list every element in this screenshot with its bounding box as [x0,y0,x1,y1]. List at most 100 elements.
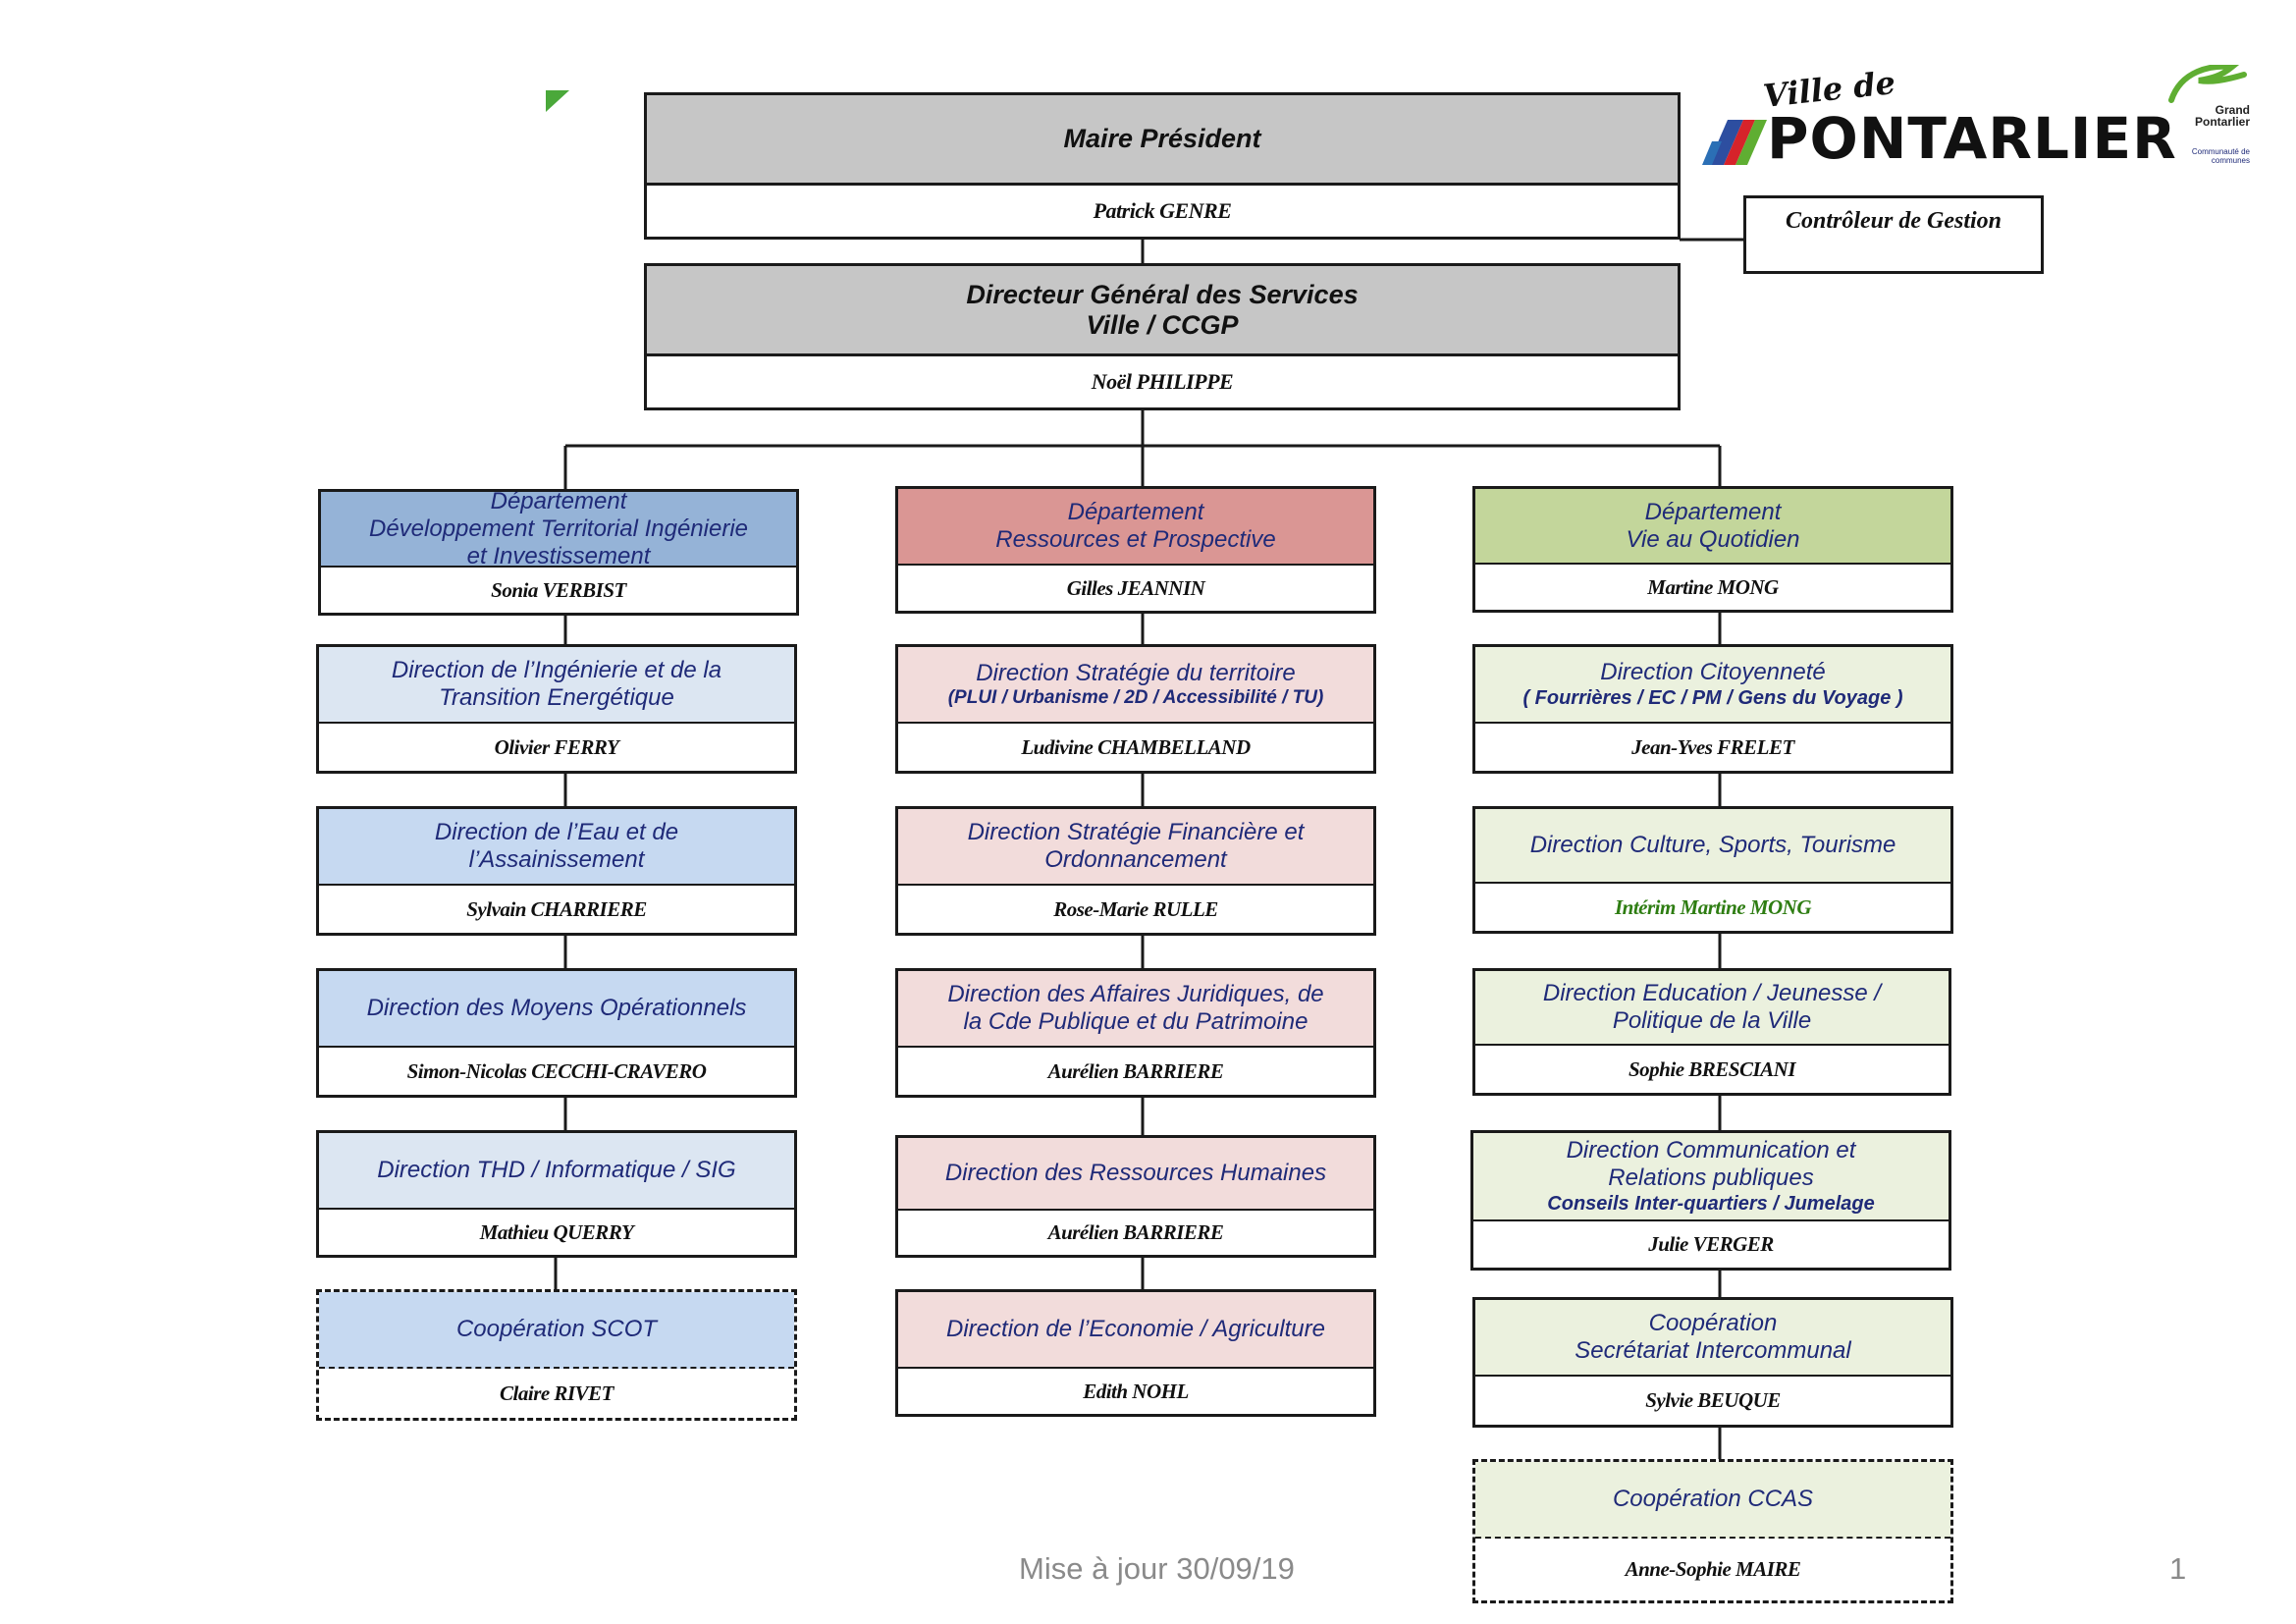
title-line: Département [1644,498,1782,525]
unit-title: Direction Stratégie Financière et Ordonn… [898,809,1373,886]
unit-head-name: Edith NOHL [1083,1379,1189,1403]
title-line: Direction Stratégie Financière et [967,819,1305,845]
direction-thd-informatique-sig: Direction THD / Informatique / SIG Mathi… [316,1130,797,1258]
corner-triangle-icon [546,90,569,119]
dgs-box: Directeur Général des Services Ville / C… [644,263,1681,410]
unit-head-name: Julie VERGER [1648,1232,1774,1256]
unit-title: Direction Education / Jeunesse / Politiq… [1475,971,1949,1046]
controller-title: Contrôleur de Gestion [1785,208,2002,234]
direction-affaires-juridiques: Direction des Affaires Juridiques, de la… [895,968,1376,1098]
title-line: Direction de l’Ingénierie et de la [391,657,722,683]
title-line: Direction de l’Eau et de [434,819,679,845]
department-title: Département Développement Territorial In… [321,492,796,568]
controller-box: Contrôleur de Gestion [1743,195,2044,274]
direction-ressources-humaines: Direction des Ressources Humaines Auréli… [895,1135,1376,1258]
dgs-title-line: Directeur Général des Services [966,279,1359,309]
title-line: Direction de l’Economie / Agriculture [946,1316,1325,1342]
unit-title: Direction des Moyens Opérationnels [319,971,794,1048]
cooperation-scot: Coopération SCOT Claire RIVET [316,1289,797,1421]
direction-communication: Direction Communication et Relations pub… [1470,1130,1951,1271]
title-line: Direction Culture, Sports, Tourisme [1529,832,1896,858]
title-line: Direction Communication et [1566,1137,1856,1164]
direction-eau-assainissement: Direction de l’Eau et de l’Assainissemen… [316,806,797,936]
unit-title: Direction Culture, Sports, Tourisme [1475,809,1950,884]
title-line: Direction des Affaires Juridiques, de [947,981,1324,1007]
title-line: Direction Stratégie du territoire [976,660,1296,686]
cooperation-ccas: Coopération CCAS Anne-Sophie MAIRE [1472,1459,1953,1603]
unit-title: Direction THD / Informatique / SIG [319,1133,794,1210]
department-dev-territorial: Département Développement Territorial In… [318,489,799,616]
title-line: Transition Energétique [439,684,674,711]
title-line: Politique de la Ville [1612,1007,1812,1034]
title-line: Département [490,492,627,514]
title-line: Direction des Moyens Opérationnels [366,995,747,1021]
mayor-title-text: Maire Président [1063,124,1261,153]
unit-head-name: Aurélien BARRIERE [1047,1058,1224,1083]
direction-economie-agriculture: Direction de l’Economie / Agriculture Ed… [895,1289,1376,1417]
unit-title: Direction des Affaires Juridiques, de la… [898,971,1373,1048]
title-line: Développement Territorial Ingénierie [369,514,748,542]
unit-head-name: Claire RIVET [500,1380,614,1405]
unit-head-name: Anne-Sophie MAIRE [1625,1557,1801,1581]
direction-strategie-financiere: Direction Stratégie Financière et Ordonn… [895,806,1376,936]
unit-head-name: Ludivine CHAMBELLAND [1021,734,1251,759]
unit-head-name: Sophie BRESCIANI [1629,1056,1796,1081]
unit-title: Direction Communication et Relations pub… [1473,1133,1949,1221]
department-vie-quotidien: Département Vie au Quotidien Martine MON… [1472,486,1953,613]
title-line: et Investissement [466,542,651,568]
direction-strategie-territoire: Direction Stratégie du territoire (PLUI … [895,644,1376,774]
title-line: Coopération SCOT [455,1316,658,1342]
unit-head-name: Aurélien BARRIERE [1047,1220,1224,1244]
direction-education-jeunesse: Direction Education / Jeunesse / Politiq… [1472,968,1951,1096]
direction-culture-sports-tourisme: Direction Culture, Sports, Tourisme Inté… [1472,806,1953,934]
unit-head-name: Sylvie BEUQUE [1645,1388,1781,1412]
department-title: Département Vie au Quotidien [1475,489,1950,565]
unit-title: Direction des Ressources Humaines [898,1138,1373,1211]
unit-head-name: Intérim Martine MONG [1614,894,1812,919]
update-date: Mise à jour 30/09/19 [1019,1551,1295,1586]
title-line: Direction THD / Informatique / SIG [377,1157,736,1183]
mayor-name: Patrick GENRE [1093,198,1232,223]
grand-pontarlier-subtext: Communauté de communes [2191,147,2250,165]
unit-head-name: Rose-Marie RULLE [1053,896,1218,921]
title-subline: Conseils Inter-quartiers / Jumelage [1547,1193,1875,1215]
unit-title: Direction Stratégie du territoire (PLUI … [898,647,1373,724]
title-line: Secrétariat Intercommunal [1575,1337,1851,1364]
department-head-name: Sonia VERBIST [491,577,626,602]
title-line: l’Assainissement [468,846,645,873]
unit-title: Direction de l’Economie / Agriculture [898,1292,1373,1369]
mayor-box: Maire Président Patrick GENRE [644,92,1681,240]
unit-title: Direction de l’Ingénierie et de la Trans… [319,647,794,724]
unit-title: Coopération Secrétariat Intercommunal [1475,1300,1950,1377]
unit-title: Coopération SCOT [319,1292,794,1369]
title-line: Coopération [1648,1310,1778,1336]
mayor-title: Maire Président [647,95,1678,186]
title-subline: (PLUI / Urbanisme / 2D / Accessibilité /… [947,687,1324,708]
title-line: Ressources et Prospective [995,526,1276,553]
grand-pontarlier-leaf-icon [2142,63,2250,109]
title-line: Coopération CCAS [1612,1486,1814,1512]
unit-title: Coopération CCAS [1475,1462,1950,1539]
department-ressources-prospective: Département Ressources et Prospective Gi… [895,486,1376,614]
unit-head-name: Sylvain CHARRIERE [466,896,647,921]
department-head-name: Gilles JEANNIN [1066,575,1205,600]
department-title: Département Ressources et Prospective [898,489,1373,566]
title-line: Direction Education / Jeunesse / [1542,980,1882,1006]
title-line: Direction des Ressources Humaines [944,1160,1327,1186]
dgs-title: Directeur Général des Services Ville / C… [647,266,1678,356]
title-line: la Cde Publique et du Patrimoine [963,1008,1308,1035]
unit-head-name: Olivier FERRY [494,734,619,759]
direction-ingenierie-transition: Direction de l’Ingénierie et de la Trans… [316,644,797,774]
dgs-name: Noël PHILIPPE [1091,369,1234,394]
page-number: 1 [2169,1551,2187,1586]
cooperation-secretariat-intercommunal: Coopération Secrétariat Intercommunal Sy… [1472,1297,1953,1428]
title-line: Direction Citoyenneté [1600,659,1826,685]
title-line: Relations publiques [1608,1164,1814,1191]
grand-pontarlier-text: Grand Pontarlier [2194,103,2250,129]
direction-moyens-operationnels: Direction des Moyens Opérationnels Simon… [316,968,797,1098]
title-line: Département [1067,499,1204,525]
unit-head-name: Jean-Yves FRELET [1631,734,1794,759]
ville-de-pontarlier-logo: Ville de PONTARLIER Grand Pontarlier Com… [1698,63,2250,183]
unit-title: Direction de l’Eau et de l’Assainissemen… [319,809,794,886]
